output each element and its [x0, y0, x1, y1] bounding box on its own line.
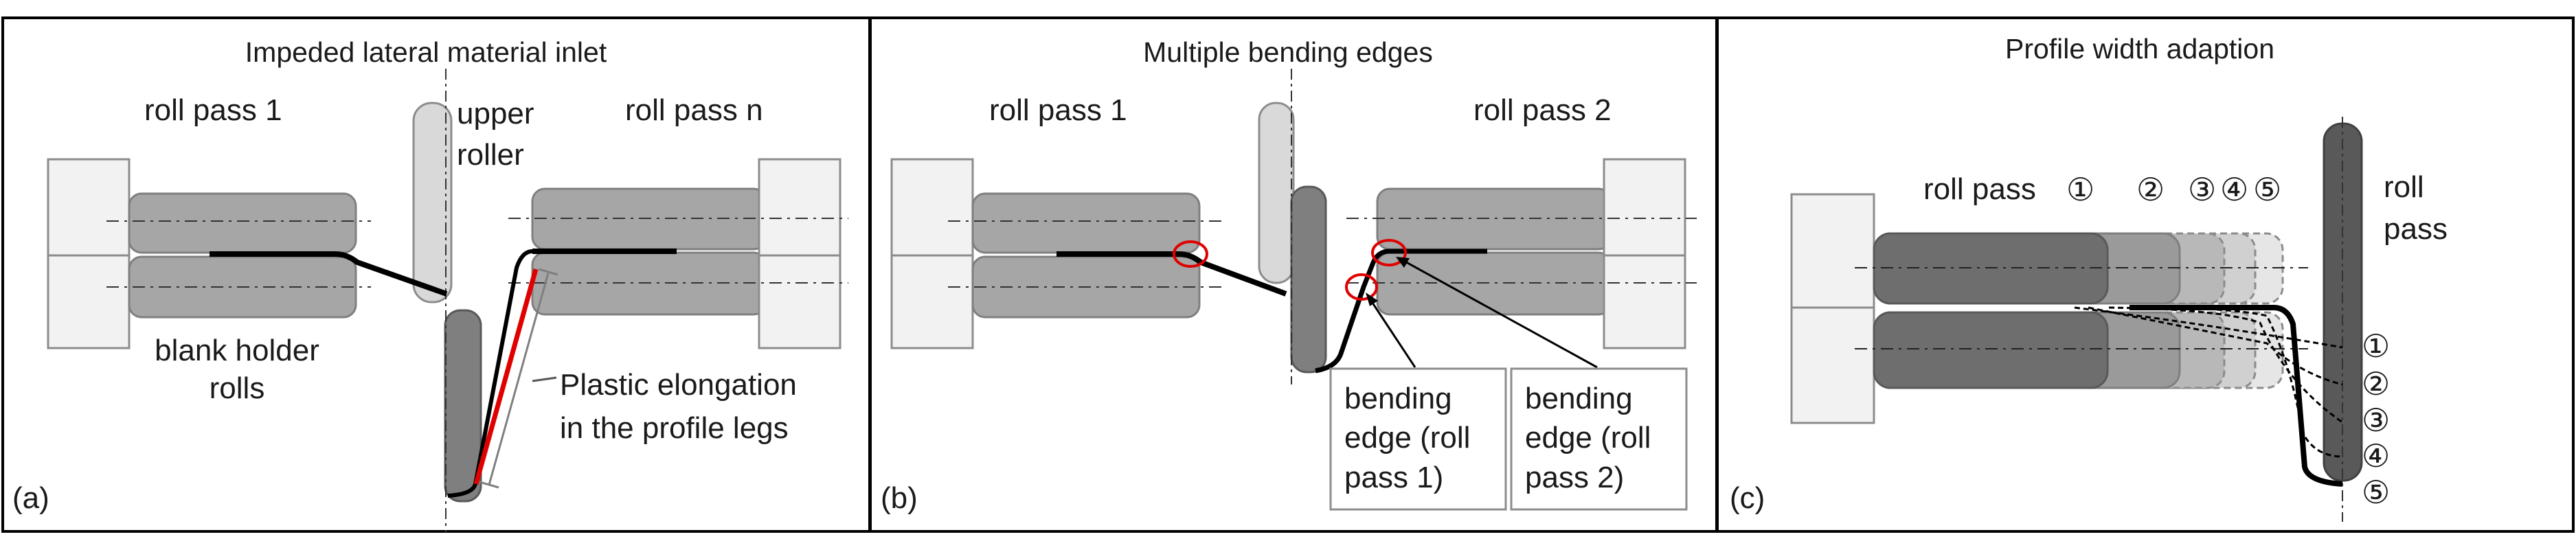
roll-pass-1-roll-top	[971, 192, 1201, 254]
upper-roller	[1258, 102, 1295, 284]
blank-holder-box-bottom	[47, 254, 131, 349]
arrow-to-edge-2	[1401, 258, 1598, 369]
roll-pass-n-box-bottom	[758, 254, 841, 349]
elongation-leader	[532, 376, 557, 382]
bending-edge-marker-1	[1173, 240, 1208, 268]
bending-edge-marker-2	[1371, 239, 1407, 266]
label-upper-roller-1: upper	[457, 97, 534, 130]
elongation-tick	[538, 268, 558, 276]
label-roll-pass-1: roll pass 1	[144, 93, 282, 127]
roll-pass-1-bottom	[1873, 311, 2109, 389]
panel-b-label: (b)	[881, 481, 918, 515]
blank-holder-box-top	[890, 158, 974, 257]
callout-2-line2: edge (roll	[1525, 421, 1651, 455]
arrowhead	[1396, 257, 1410, 268]
callout-1-line3: pass 1)	[1344, 461, 1443, 494]
pass-num-right-5: ⑤	[2362, 474, 2390, 510]
pass-num-right-1: ①	[2362, 328, 2390, 364]
roll-pass-n-box-top	[758, 158, 841, 257]
roll-pass-2-box-top	[1603, 158, 1686, 257]
holder-box-bottom	[1790, 306, 1875, 424]
pass-num-right-3: ③	[2362, 402, 2390, 438]
elongation-tick	[479, 481, 499, 489]
pass-num-top-2: ②	[2136, 172, 2165, 207]
panel-b: Multiple bending edges bending edge (rol	[869, 16, 1718, 533]
roll-pass-2-box-bottom	[1603, 254, 1686, 349]
callout-2-line3: pass 2)	[1525, 461, 1624, 494]
label-roll-pass-1: roll pass 1	[989, 93, 1127, 127]
blank-holder-roll-top	[128, 192, 357, 254]
holder-box-top	[1790, 193, 1875, 309]
label-roll-pass: roll pass	[1923, 172, 2036, 206]
elongation-dimension-line	[488, 273, 550, 485]
panel-c: Profile width adaption roll pass ① ② ③ ④	[1716, 16, 2575, 533]
panel-a: Impeded lateral material inlet	[1, 16, 871, 533]
profile-pass-5	[2129, 305, 2343, 487]
callout-1-line1: bending	[1344, 382, 1452, 415]
lower-roller	[1290, 185, 1327, 373]
label-upper-roller-2: roller	[457, 138, 524, 172]
pass-num-top-1: ①	[2066, 172, 2094, 207]
pass-num-right-2: ②	[2362, 366, 2390, 402]
upper-roller	[412, 102, 453, 303]
profile-pass-2	[2088, 306, 2343, 386]
label-elongation-1: Plastic elongation	[560, 368, 797, 402]
panel-b-title: Multiple bending edges	[1143, 36, 1433, 68]
panel-c-label: (c)	[1730, 481, 1765, 515]
label-roll-pass-right-1: roll	[2384, 170, 2424, 204]
blank-holder-box-bottom	[890, 254, 974, 349]
label-roll-pass-n: roll pass n	[625, 93, 763, 127]
plastic-elongation-highlight	[473, 268, 539, 485]
sheet-profile-pass-n-leg	[447, 249, 533, 498]
pass-num-top-4: ④	[2220, 172, 2248, 207]
arrow-to-edge-1	[1367, 296, 1416, 368]
label-roll-pass-right-2: pass	[2384, 212, 2448, 246]
blank-holder-box-top	[47, 158, 131, 257]
callout-box-2	[1510, 367, 1688, 511]
panel-c-frame	[1716, 16, 2575, 533]
pass-num-right-4: ④	[2362, 438, 2390, 474]
pass-num-top-5: ⑤	[2253, 172, 2281, 207]
sheet-profile-pass-1	[210, 251, 448, 297]
label-blank-holder-2: rolls	[210, 371, 265, 405]
panel-a-label: (a)	[12, 481, 49, 515]
label-roll-pass-2: roll pass 2	[1473, 93, 1612, 127]
callout-1-line2: edge (roll	[1344, 421, 1470, 455]
label-elongation-2: in the profile legs	[560, 411, 789, 445]
arrowhead	[1366, 292, 1378, 306]
bending-edge-marker-3	[1345, 273, 1378, 301]
pass-num-top-3: ③	[2188, 172, 2216, 207]
profile-pass-1	[2074, 306, 2343, 349]
panel-c-title: Profile width adaption	[2005, 33, 2274, 65]
panel-a-title: Impeded lateral material inlet	[245, 36, 607, 68]
callout-2-line1: bending	[1525, 382, 1633, 415]
label-blank-holder-1: blank holder	[155, 334, 319, 367]
callout-box-1	[1329, 367, 1507, 511]
profile-pass-3	[2108, 306, 2343, 424]
